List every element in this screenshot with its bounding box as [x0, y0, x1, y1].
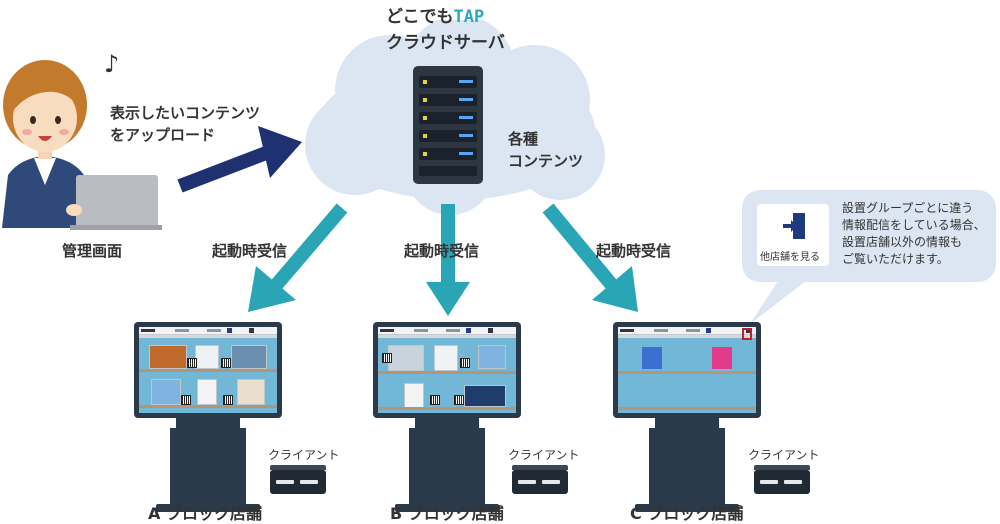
store-label-b: B ブロック店舗 [390, 504, 504, 523]
arrow-to-store-a [248, 203, 348, 312]
contents-label: 各種 コンテンツ [508, 128, 583, 172]
other-store-highlight [742, 328, 752, 340]
kiosk-frame [613, 322, 761, 418]
kiosk-frame [134, 322, 282, 418]
server-rack-icon [413, 66, 483, 184]
contents-line-2: コンテンツ [508, 152, 584, 170]
contents-line-1: 各種 [508, 130, 539, 148]
client-device-c [754, 465, 810, 494]
client-device-b [512, 465, 568, 494]
music-note-icon: ♪ [104, 50, 120, 78]
bubble-line-1: 設置グループごとに違う [842, 201, 974, 215]
store-label-a: A ブロック店舗 [148, 504, 262, 523]
brand-suffix: TAP [453, 7, 485, 27]
store-label-c: C ブロック店舗 [630, 504, 744, 523]
receive-label-right: 起動時受信 [596, 242, 672, 260]
client-label-a: クライアント [268, 448, 340, 462]
kiosk-screen [139, 327, 277, 413]
cloud-brand-title: どこでもTAP [386, 2, 484, 27]
admin-person-illustration [2, 60, 162, 230]
brand-prefix: どこでも [386, 7, 454, 27]
other-store-button-label: 他店舗を見る [760, 252, 820, 263]
arrow-to-store-c [542, 203, 638, 312]
upload-arrow [177, 126, 302, 193]
kiosk-frame [373, 322, 521, 418]
bubble-line-2: 情報配信をしている場合、 [842, 218, 986, 232]
kiosk-store-a [134, 322, 282, 512]
kiosk-screen [378, 327, 516, 413]
cloud-subtitle: クラウドサーバ [386, 33, 505, 53]
bubble-description: 設置グループごとに違う 情報配信をしている場合、 設置店舗以外の情報も ご覧いた… [842, 200, 986, 268]
client-device-a [270, 465, 326, 494]
upload-line-1: 表示したいコンテンツ [110, 104, 261, 122]
upload-description: 表示したいコンテンツ をアップロード [110, 102, 260, 146]
door-exit-icon [783, 213, 805, 239]
other-store-button[interactable]: 他店舗を見る [757, 204, 829, 266]
receive-label-left: 起動時受信 [212, 242, 288, 260]
receive-label-center: 起動時受信 [404, 242, 480, 260]
upload-line-2: をアップロード [110, 126, 216, 144]
client-label-b: クライアント [508, 448, 580, 462]
kiosk-store-b [373, 322, 521, 512]
kiosk-store-c [613, 322, 761, 512]
client-label-c: クライアント [748, 448, 820, 462]
bubble-line-3: 設置店舗以外の情報も [842, 235, 963, 249]
bubble-line-4: ご覧いただけます。 [842, 252, 949, 266]
arrow-to-store-b [426, 204, 470, 316]
kiosk-screen [618, 327, 756, 413]
admin-screen-label: 管理画面 [62, 242, 123, 260]
